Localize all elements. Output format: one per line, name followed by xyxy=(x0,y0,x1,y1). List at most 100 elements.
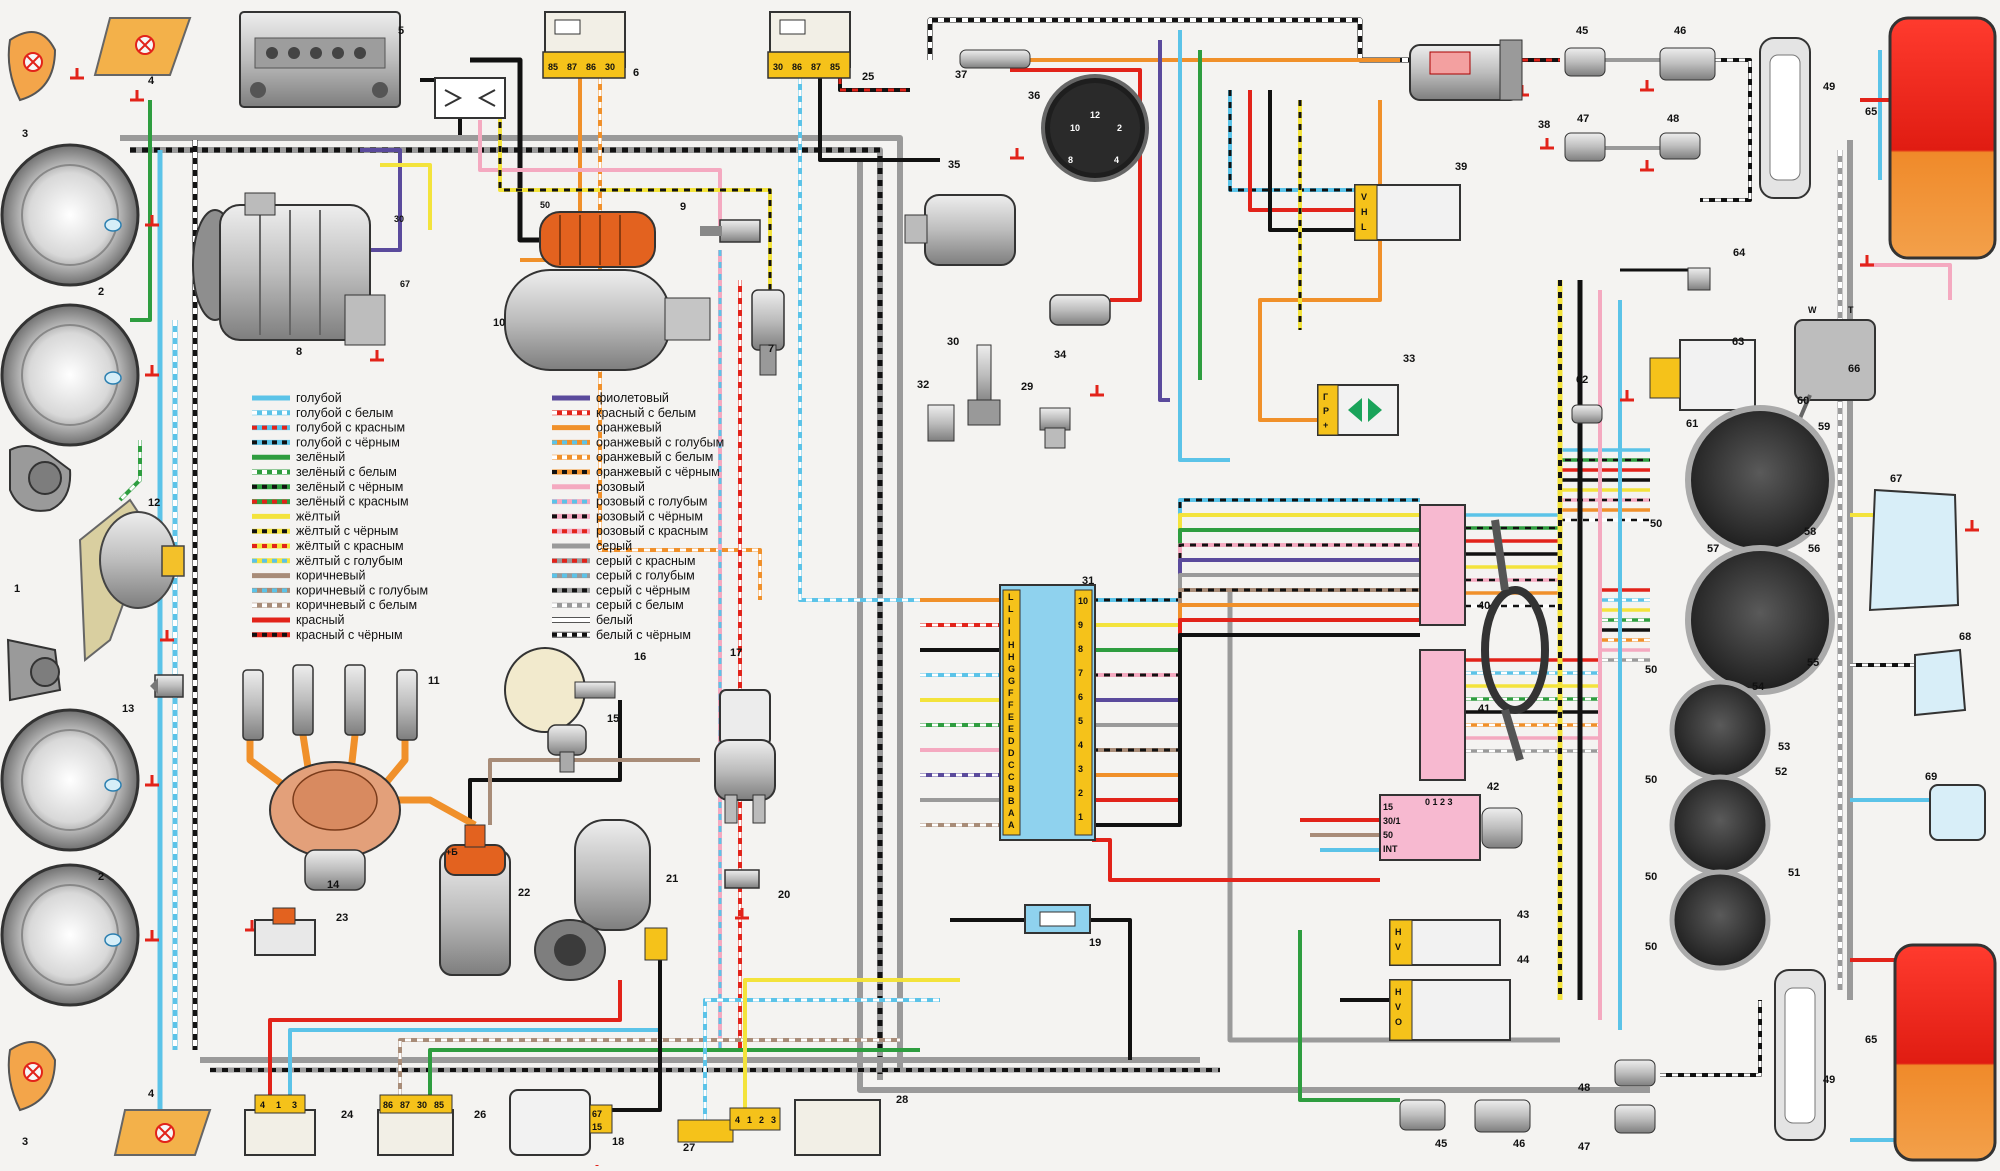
callout-60: 60 xyxy=(1797,395,1809,407)
ht-4 xyxy=(377,740,409,793)
clock-0: 12 xyxy=(1090,110,1100,120)
callout-25: 25 xyxy=(862,71,874,83)
ground-symbol xyxy=(130,90,144,102)
ground-symbol xyxy=(1860,255,1874,267)
callout-52: 52 xyxy=(1775,766,1787,778)
fuse-number-3: 7 xyxy=(1078,668,1083,678)
callout-30: 30 xyxy=(947,336,959,348)
to-39-black xyxy=(1268,90,1355,232)
legend-label: красный с чёрным xyxy=(296,628,403,642)
callout-50-dup: 50 xyxy=(1645,941,1657,953)
relay-6-pin-0: 85 xyxy=(548,62,558,72)
legend-label: коричневый xyxy=(296,569,365,583)
relay25-blue-white-stripe xyxy=(798,78,990,602)
callout-27: 27 xyxy=(683,1142,695,1154)
legend-entry: белый с чёрным xyxy=(552,628,691,642)
yellow-gen xyxy=(380,163,432,230)
legend-label: голубой с белым xyxy=(296,406,393,420)
legend-label: коричневый с белым xyxy=(296,598,417,612)
legend-entry: зелёный xyxy=(252,450,345,464)
legend-entry: оранжевый с белым xyxy=(552,450,713,464)
fuse-out-3 xyxy=(1092,543,1420,677)
door-lamp-top xyxy=(1759,37,1811,199)
lamp-47-bottom xyxy=(1614,1104,1656,1134)
sw40-1-stripe xyxy=(1465,458,1650,530)
left-green xyxy=(130,100,152,322)
lamp-47-top xyxy=(1564,132,1606,162)
fuse-letter-13: D xyxy=(1008,748,1015,758)
legend-entry: зелёный с белым xyxy=(252,465,397,479)
blue-top xyxy=(1178,30,1230,462)
fuse-letter-7: G xyxy=(1008,676,1015,686)
callout-50: 50 xyxy=(1650,518,1662,530)
callout-62: 62 xyxy=(1576,374,1588,386)
callout-69: 69 xyxy=(1925,771,1937,783)
headlamp-left-inner xyxy=(0,303,140,447)
fuse-number-7: 3 xyxy=(1078,764,1083,774)
starter-motor xyxy=(504,211,711,371)
legend-label: голубой xyxy=(296,391,342,405)
fuse-letter-3: I xyxy=(1008,628,1011,638)
relay-25-pin-0: 30 xyxy=(773,62,783,72)
fuse-letter-0: L xyxy=(1008,592,1014,602)
legend-label: зелёный с белым xyxy=(296,465,397,479)
callout-31: 31 xyxy=(1082,575,1094,587)
callout-64: 64 xyxy=(1733,247,1746,259)
callout-34: 34 xyxy=(1054,349,1067,361)
legend-label: серый xyxy=(596,539,632,553)
callout-63: 63 xyxy=(1732,336,1744,348)
callout-33: 33 xyxy=(1403,353,1415,365)
legend-entry: красный с чёрным xyxy=(252,628,403,642)
relay-26-pin-0: 86 xyxy=(383,1100,393,1110)
callout-11: 11 xyxy=(428,675,440,687)
relay-24-pin-2: 3 xyxy=(292,1100,297,1110)
callout-59: 59 xyxy=(1818,421,1830,433)
callout-26: 26 xyxy=(474,1109,486,1121)
27-blue-white-stripe xyxy=(703,998,940,1120)
legend-label: белый с чёрным xyxy=(596,628,691,642)
relay-63 xyxy=(1649,339,1756,411)
legend-entry: оранжевый с голубым xyxy=(552,435,724,449)
rear-plate-lamp-67 xyxy=(1868,488,1960,612)
callout-38: 38 xyxy=(1538,119,1550,131)
fuse-to-ign xyxy=(1092,838,1380,882)
green-white xyxy=(118,440,142,502)
callout-8: 8 xyxy=(296,346,302,358)
callout-3: 3 xyxy=(22,128,28,140)
sw41-5-stripe xyxy=(1465,638,1650,727)
fuse-letter-16: B xyxy=(1008,784,1015,794)
callout-54: 54 xyxy=(1752,681,1765,693)
legend-entry: жёлтый с красным xyxy=(252,539,404,553)
brake-fluid-sensor xyxy=(724,869,760,889)
legend-label: розовый с чёрным xyxy=(596,509,703,523)
headlamp-right-outer xyxy=(0,708,140,852)
legend-label: белый xyxy=(596,613,633,627)
fuse-letter-17: B xyxy=(1008,796,1015,806)
wiper-timer-relay xyxy=(794,1099,881,1156)
fuse-letter-10: E xyxy=(1008,712,1014,722)
relay25-red xyxy=(838,78,910,92)
bottom-lamps xyxy=(1660,1000,1762,1077)
callout-47: 47 xyxy=(1577,113,1589,125)
legend-entry: фиолетовый xyxy=(552,391,669,405)
fuse-number-1: 9 xyxy=(1078,620,1083,630)
ground-symbol xyxy=(1620,390,1634,402)
sw33-1: Р xyxy=(1323,406,1329,416)
connector-block xyxy=(434,77,506,119)
fuse-letter-9: F xyxy=(1008,700,1014,710)
underhood-lamp xyxy=(504,647,616,733)
ground-symbol xyxy=(145,215,159,227)
callout-66: 66 xyxy=(1848,363,1860,375)
fuse-out-3-stripe xyxy=(1092,543,1420,677)
top-lamps xyxy=(1700,58,1752,202)
legend-entry: розовый xyxy=(552,480,645,494)
callout-41: 41 xyxy=(1478,703,1490,715)
clock-1: 2 xyxy=(1117,123,1122,133)
callout-14: 14 xyxy=(327,879,340,891)
diode-block-23 xyxy=(254,907,316,956)
fan-switch-sensor xyxy=(150,674,184,698)
legend-label: розовый с голубым xyxy=(596,495,708,509)
fuse-number-0: 10 xyxy=(1078,596,1088,606)
callout-3-dup: 3 xyxy=(22,1136,28,1148)
